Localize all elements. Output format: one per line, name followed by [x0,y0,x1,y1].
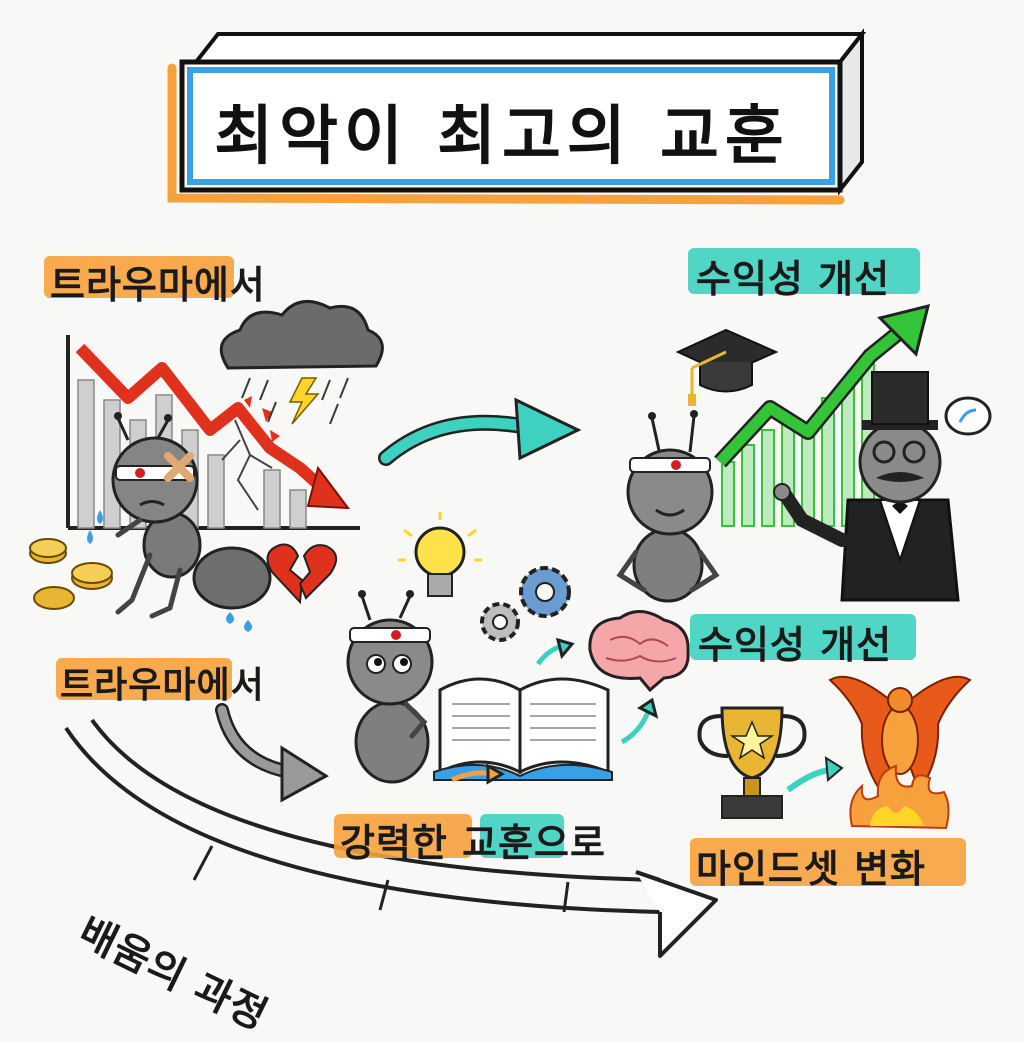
tophat-gentleman-icon [773,371,992,602]
label-mindset: 마인드셋 변화 [696,847,926,891]
label-lesson-part2: 교훈 [462,821,535,865]
label-trauma-top-rest: 에서 [193,263,266,307]
title-banner [167,28,867,205]
gray-arrow-icon [215,703,329,803]
brain-icon [588,610,690,693]
title-box: 최악이 최고의 교훈 [182,72,822,190]
page-title: 최악이 최고의 교훈 [214,100,790,174]
teal-arrow-icon [378,397,582,466]
label-highlights [44,248,966,886]
coins-icon [29,538,113,610]
open-book-icon [433,677,613,781]
label-lesson-part3: 으로 [534,821,606,865]
label-trauma-top-highlight: 트라우마 [50,263,194,307]
label-lesson: 강력한 교훈으로 [340,812,606,867]
label-trauma-mid-highlight: 트라우마 [60,665,197,706]
phoenix-icon [828,675,972,830]
trophy-phoenix-arrow-icon [786,756,844,793]
gears-icon [480,566,571,642]
storm-cloud-icon [219,299,384,425]
lightbulb-icon [398,512,482,597]
label-profit-mid: 수익성 개선 [698,623,893,667]
label-lesson-part1: 강력한 [340,821,448,865]
sad-ant-icon [87,412,272,632]
label-trauma-top: 트라우마에서 [50,254,266,309]
label-trauma-mid-rest: 에서 [196,665,265,706]
graduation-cap-icon [675,328,779,406]
label-trauma-mid: 트라우마에서 [60,656,265,708]
trophy-icon [697,706,807,819]
small-arrows-icon [450,637,659,785]
learning-arrow-icon [64,718,718,958]
broken-heart-icon [266,543,337,605]
label-profit-top: 수익성 개선 [696,257,891,301]
thinking-ant-icon [346,590,434,784]
confident-ant-icon [616,410,720,603]
